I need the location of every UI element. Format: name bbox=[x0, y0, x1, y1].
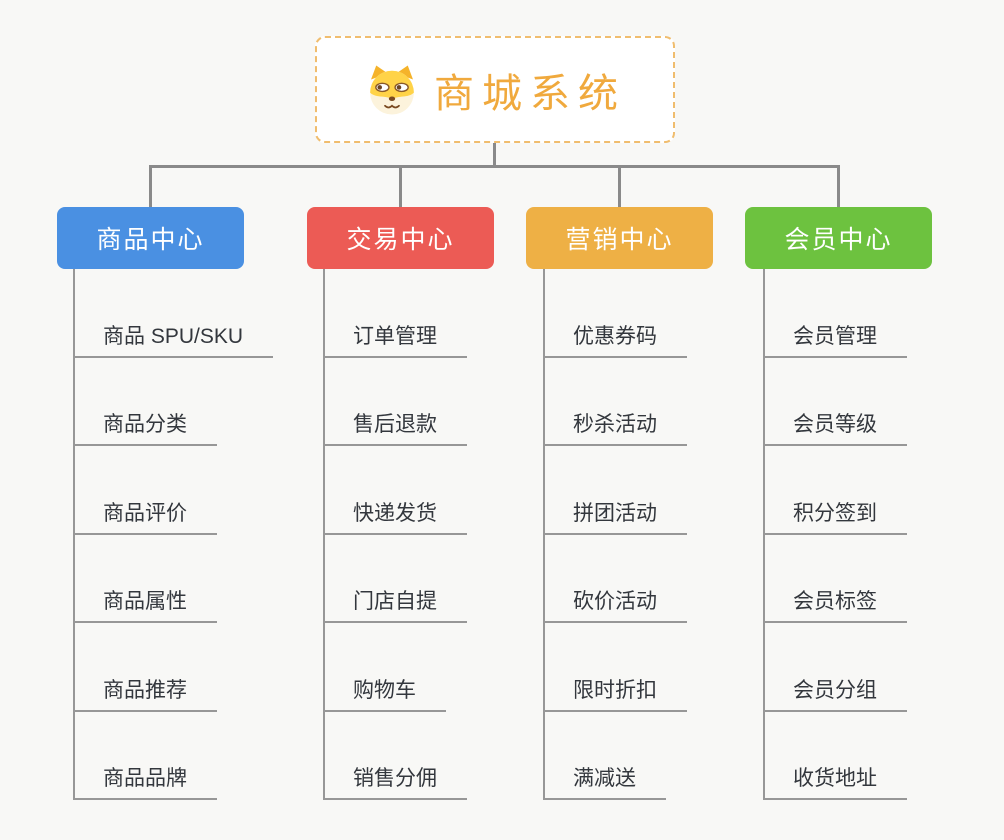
connector-root-stub bbox=[493, 142, 496, 166]
branch-member-items: 会员管理 会员等级 积分签到 会员标签 会员分组 收货地址 bbox=[763, 269, 907, 800]
dog-icon bbox=[364, 62, 420, 118]
leaf-item[interactable]: 快递发货 bbox=[325, 497, 467, 535]
leaf-item[interactable]: 砍价活动 bbox=[545, 585, 687, 623]
leaf-item[interactable]: 购物车 bbox=[325, 674, 446, 712]
leaf-item[interactable]: 满减送 bbox=[545, 762, 666, 800]
leaf-item[interactable]: 会员等级 bbox=[765, 408, 907, 446]
branch-marketing-center[interactable]: 营销中心 bbox=[526, 207, 713, 269]
leaf-item[interactable]: 优惠券码 bbox=[545, 320, 687, 358]
leaf-item[interactable]: 会员管理 bbox=[765, 320, 907, 358]
leaf-item[interactable]: 收货地址 bbox=[765, 762, 907, 800]
leaf-item[interactable]: 商品属性 bbox=[75, 585, 217, 623]
leaf-item[interactable]: 商品分类 bbox=[75, 408, 217, 446]
leaf-item[interactable]: 商品品牌 bbox=[75, 762, 217, 800]
root-title: 商城系统 bbox=[434, 71, 626, 116]
branch-marketing-items: 优惠券码 秒杀活动 拼团活动 砍价活动 限时折扣 满减送 bbox=[543, 269, 687, 800]
leaf-item[interactable]: 限时折扣 bbox=[545, 674, 687, 712]
leaf-item[interactable]: 订单管理 bbox=[325, 320, 467, 358]
branch-trade-center[interactable]: 交易中心 bbox=[307, 207, 494, 269]
branch-trade-items: 订单管理 售后退款 快递发货 门店自提 购物车 销售分佣 bbox=[323, 269, 467, 800]
leaf-item[interactable]: 商品评价 bbox=[75, 497, 217, 535]
leaf-item[interactable]: 积分签到 bbox=[765, 497, 907, 535]
connector-drop-marketing bbox=[618, 165, 621, 210]
root-node[interactable]: 商城系统 bbox=[315, 36, 675, 143]
connector-drop-member bbox=[837, 165, 840, 210]
connector-drop-trade bbox=[399, 165, 402, 210]
leaf-item[interactable]: 售后退款 bbox=[325, 408, 467, 446]
leaf-item[interactable]: 秒杀活动 bbox=[545, 408, 687, 446]
leaf-item[interactable]: 商品推荐 bbox=[75, 674, 217, 712]
connector-horizontal-bar bbox=[149, 165, 840, 168]
branch-member-center[interactable]: 会员中心 bbox=[745, 207, 932, 269]
branch-product-items: 商品 SPU/SKU 商品分类 商品评价 商品属性 商品推荐 商品品牌 bbox=[73, 269, 274, 800]
branch-product-center[interactable]: 商品中心 bbox=[57, 207, 244, 269]
leaf-item[interactable]: 会员标签 bbox=[765, 585, 907, 623]
leaf-item[interactable]: 门店自提 bbox=[325, 585, 467, 623]
leaf-item[interactable]: 销售分佣 bbox=[325, 762, 467, 800]
connector-drop-product bbox=[149, 165, 152, 210]
leaf-item[interactable]: 拼团活动 bbox=[545, 497, 687, 535]
leaf-item[interactable]: 商品 SPU/SKU bbox=[75, 320, 274, 358]
leaf-item[interactable]: 会员分组 bbox=[765, 674, 907, 712]
